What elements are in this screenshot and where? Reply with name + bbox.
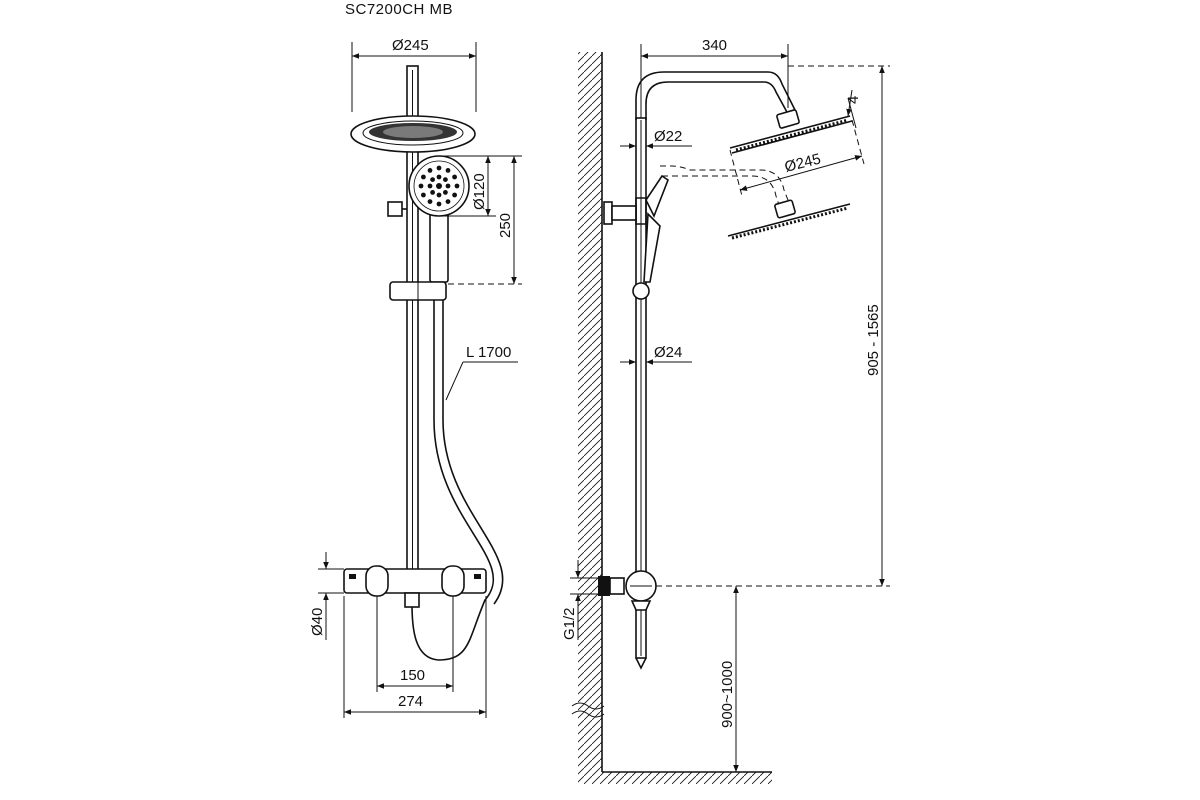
hand-shower-nozzle — [427, 199, 433, 205]
side-view: 4 Ø245 340 Ø22 — [561, 37, 890, 784]
hand-shower-nozzle — [430, 177, 435, 183]
hand-shower-nozzle — [452, 192, 457, 198]
front-dim-hand-height: 250 — [497, 213, 514, 238]
front-view: Ø245 Ø120 250 — [309, 37, 522, 718]
hand-shower-nozzle — [427, 168, 433, 173]
side-mixer — [598, 570, 657, 611]
model-title: SC7200CH MB — [345, 1, 453, 18]
hand-shower-nozzle — [443, 190, 448, 195]
hand-shower-nozzle — [443, 177, 448, 183]
floor-hatch — [602, 772, 772, 784]
front-dim-total-width: 274 — [398, 693, 423, 710]
hand-shower-nozzle — [445, 168, 451, 173]
wall-hatch — [578, 52, 602, 784]
hand-shower-nozzle — [421, 174, 426, 180]
front-hose — [411, 300, 495, 661]
side-arm-upper — [635, 71, 797, 120]
hand-shower-nozzle — [418, 183, 424, 189]
hand-shower-nozzle — [445, 199, 451, 205]
front-mixer — [343, 565, 487, 608]
side-slider — [632, 282, 650, 300]
hand-shower-nozzle — [436, 192, 442, 198]
front-hand-shower — [408, 155, 470, 283]
side-dim-install-height: 900~1000 — [719, 661, 736, 728]
side-head-upper — [729, 109, 853, 154]
hand-shower-nozzle — [436, 165, 442, 171]
hand-shower-nozzle — [436, 201, 442, 207]
hand-shower-nozzle — [452, 174, 457, 180]
side-hand-shower — [603, 174, 669, 283]
front-dim-head-diameter: Ø245 — [392, 37, 429, 54]
side-dim-adjust-range: 905 - 1565 — [865, 304, 882, 376]
side-head-lower — [727, 199, 851, 240]
front-shower-head — [350, 115, 476, 153]
front-dim-mixer-diameter: Ø40 — [309, 608, 326, 636]
front-dim-hand-diameter: Ø120 — [471, 173, 488, 210]
hand-shower-nozzle — [436, 183, 442, 189]
hand-shower-nozzle — [427, 183, 433, 189]
hand-shower-nozzle — [445, 183, 451, 189]
side-dim-head-thickness: 4 — [845, 96, 862, 104]
side-dim-arm-reach: 340 — [702, 37, 727, 54]
hand-shower-nozzle — [430, 190, 435, 195]
hand-shower-nozzle — [454, 183, 460, 189]
side-dim-inlet-thread: G1/2 — [561, 607, 578, 640]
front-dim-hose-length: L 1700 — [466, 344, 511, 361]
hand-shower-nozzle — [436, 174, 442, 180]
side-dim-rail-diameter: Ø24 — [654, 344, 682, 361]
hand-shower-nozzle — [421, 192, 426, 198]
side-dim-arm-diameter: Ø22 — [654, 128, 682, 145]
front-dim-inlet-spacing: 150 — [400, 667, 425, 684]
